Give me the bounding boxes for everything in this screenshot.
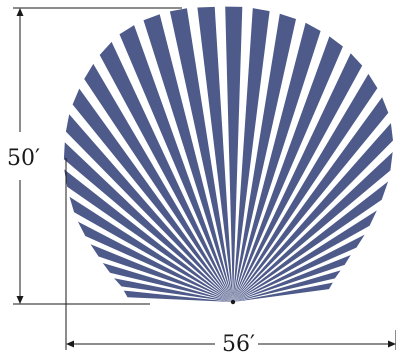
shell-ray xyxy=(99,41,233,303)
shell-ray xyxy=(233,210,377,302)
shell-ray xyxy=(64,169,233,302)
shell-ray xyxy=(102,263,233,302)
shell-ray xyxy=(69,196,233,302)
shell-ray xyxy=(233,234,365,302)
shell-ray xyxy=(233,255,351,302)
shell-ray xyxy=(169,8,233,303)
height-arrow-up xyxy=(16,8,24,16)
shell-ray xyxy=(225,6,243,302)
shell-ray xyxy=(233,53,363,303)
shell-ray xyxy=(72,88,233,302)
shell-ray xyxy=(233,270,341,302)
height-dimension: 50′ xyxy=(7,7,182,305)
shell-ray xyxy=(233,73,378,303)
shell-ray xyxy=(119,25,233,302)
shell-ray xyxy=(77,221,234,302)
shell-ray xyxy=(123,290,233,302)
shell-ray xyxy=(197,6,233,303)
shell-ray xyxy=(233,181,389,302)
width-arrow-left xyxy=(66,340,74,348)
shell-ray xyxy=(63,142,234,302)
shell-ray xyxy=(233,13,296,302)
shell-ray xyxy=(90,244,233,302)
shell-ray xyxy=(65,114,234,302)
width-label: 56′ xyxy=(222,332,255,354)
shell-ray xyxy=(233,36,343,303)
height-arrow-down xyxy=(16,296,24,304)
shell-ray xyxy=(233,282,333,302)
focal-point xyxy=(230,299,236,305)
shell-ray xyxy=(143,14,233,303)
shell-ray xyxy=(233,22,321,303)
height-label: 50′ xyxy=(7,146,40,171)
shell-ray xyxy=(233,152,393,302)
shell-ray xyxy=(114,278,233,302)
shell-ray xyxy=(84,63,233,303)
shell-ray xyxy=(233,8,270,302)
shell-ray-fan xyxy=(63,6,393,303)
shell-ray xyxy=(233,123,393,302)
shell-ray xyxy=(233,97,389,302)
width-arrow-right xyxy=(388,340,396,348)
width-dimension: 56′ xyxy=(65,158,396,354)
